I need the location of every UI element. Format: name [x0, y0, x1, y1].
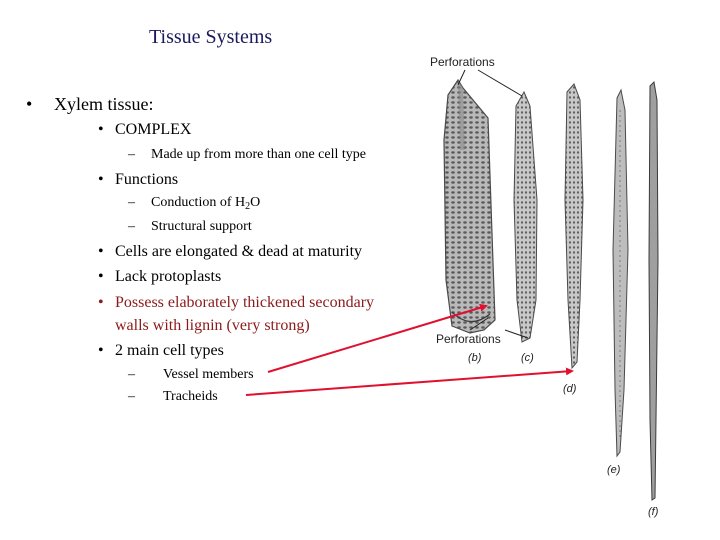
- vessel-members-item: Vessel members: [163, 367, 254, 382]
- slide-title: Tissue Systems: [149, 26, 273, 48]
- tracheids-item: Tracheids: [163, 389, 218, 404]
- function-conduction: Conduction of H2O: [151, 195, 261, 212]
- dash-marker: –: [128, 219, 135, 234]
- bullet-marker: •: [26, 94, 33, 114]
- perforation-pointer-line: [477, 69, 523, 97]
- label-b: (b): [468, 352, 482, 364]
- secondary-walls-line-1: Possess elaborately thickened secondary: [115, 294, 375, 311]
- label-f: (f): [648, 506, 659, 518]
- vessel-member-c-cell: [513, 90, 538, 343]
- cell-types-item: 2 main cell types: [115, 342, 224, 359]
- label-d: (d): [563, 383, 577, 395]
- xylem-tissue-heading: Xylem tissue:: [54, 94, 154, 114]
- lack-protoplasts-item: Lack protoplasts: [115, 268, 222, 285]
- bullet-marker: •: [98, 121, 104, 138]
- vessel-members-arrow: [267, 303, 488, 373]
- bullet-marker: •: [98, 171, 104, 188]
- tracheid-d-cell: [564, 83, 584, 370]
- perforation-pointer-line: [457, 69, 466, 86]
- dash-marker: –: [128, 147, 135, 162]
- function-support: Structural support: [151, 219, 252, 234]
- tracheid-e-cell: [612, 88, 629, 458]
- dash-marker: –: [128, 389, 135, 404]
- vessel-member-b-cell: [443, 78, 496, 334]
- label-e: (e): [607, 464, 621, 476]
- elongated-item: Cells are elongated & dead at maturity: [115, 243, 363, 260]
- dash-marker: –: [128, 367, 135, 382]
- perforations-top-label: Perforations: [430, 55, 495, 69]
- tracheids-arrow: [245, 367, 574, 396]
- perforations-bottom-label: Perforations: [436, 332, 501, 346]
- complex-detail: Made up from more than one cell type: [151, 147, 366, 162]
- secondary-walls-line-2: walls with lignin (very strong): [115, 317, 310, 334]
- dash-marker: –: [128, 195, 135, 210]
- label-c: (c): [521, 352, 534, 364]
- bullet-marker: •: [98, 268, 104, 285]
- tracheid-f-cell: [648, 80, 659, 501]
- perforation-pointer-line: [504, 329, 529, 339]
- complex-item: COMPLEX: [115, 121, 192, 138]
- functions-item: Functions: [115, 171, 179, 188]
- bullet-marker: •: [98, 342, 104, 359]
- bullet-marker: •: [98, 294, 104, 311]
- bullet-marker: •: [98, 243, 104, 260]
- perforation-pointer-line: [469, 317, 489, 331]
